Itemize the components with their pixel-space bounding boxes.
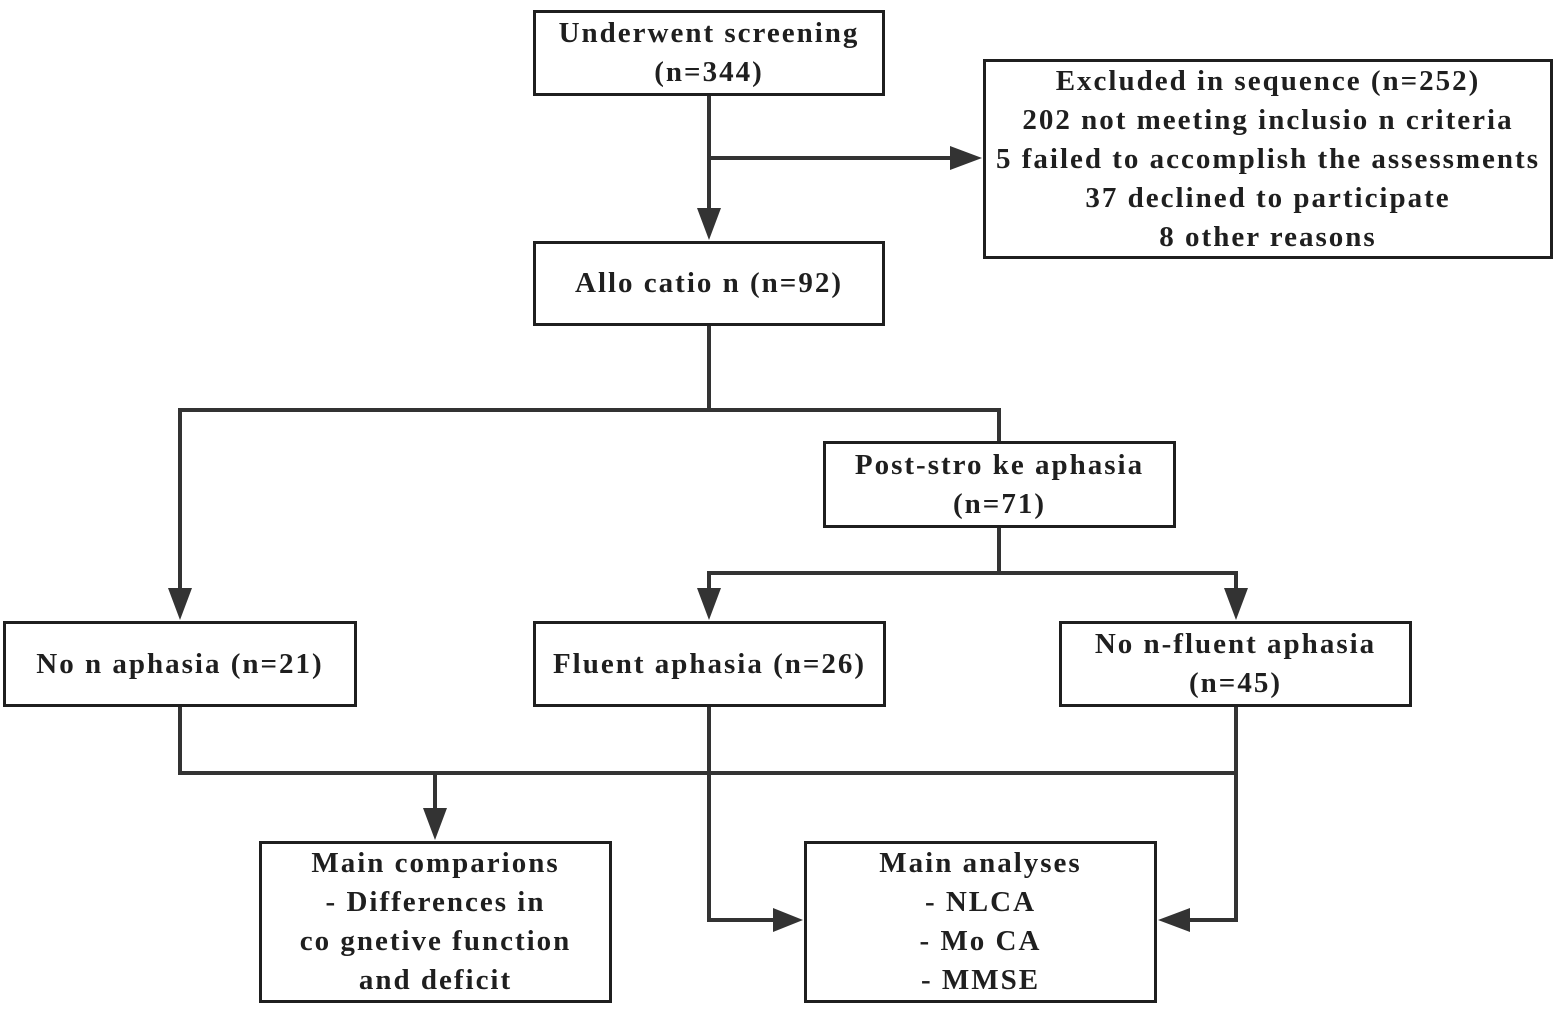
connector-allocation-split (178, 408, 1001, 590)
node-non-fluent-aphasia: No n-fluent aphasia (n=45) (1059, 621, 1412, 707)
node-fluent-aphasia: Fluent aphasia (n=26) (533, 621, 886, 707)
arrowhead-comparisons (423, 808, 447, 840)
exclusion-reason: 5 failed to accomplish the assessments (995, 142, 1540, 175)
node-detail: co gnetive function (299, 925, 572, 957)
node-label: Main comparions (311, 847, 560, 879)
analysis-item: - NLCA (924, 886, 1037, 918)
node-label: Post-stro ke aphasia (854, 448, 1145, 481)
analysis-item: - MMSE (920, 964, 1041, 996)
node-allocation: Allo catio n (n=92) (533, 241, 885, 326)
connector-merge-to-comparisons (178, 707, 1236, 775)
node-non-aphasia: No n aphasia (n=21) (3, 621, 357, 707)
node-count: (n=344) (654, 56, 764, 88)
node-label: Excluded in sequence (n=252) (1055, 64, 1481, 97)
arrowhead-fluent (697, 588, 721, 620)
node-label: No n aphasia (n=21) (36, 647, 324, 680)
exclusion-reason: 8 other reasons (1159, 220, 1377, 253)
node-post-stroke-aphasia: Post-stro ke aphasia (n=71) (823, 441, 1176, 528)
connector-fluent-to-analyses (707, 707, 775, 922)
node-label: No n-fluent aphasia (1094, 628, 1377, 660)
arrowhead-non-fluent (1224, 588, 1248, 620)
analysis-item: - Mo CA (919, 925, 1042, 957)
connector-non-fluent-to-analyses (1190, 707, 1238, 922)
node-label: Main analyses (879, 847, 1082, 879)
arrowhead-analyses-right (1158, 908, 1190, 932)
connector-post-stroke-split (707, 571, 1238, 590)
node-count: (n=71) (953, 487, 1046, 520)
arrowhead-allocation (697, 208, 721, 240)
node-label: Underwent screening (558, 17, 860, 49)
arrowhead-excluded (950, 146, 982, 170)
node-underwent-screening: Underwent screening (n=344) (533, 10, 885, 96)
node-excluded: Excluded in sequence (n=252) 202 not mee… (983, 59, 1553, 259)
node-detail: and deficit (358, 964, 513, 996)
arrowhead-analyses-left (773, 908, 803, 932)
node-label: Allo catio n (n=92) (575, 267, 843, 299)
arrowhead-non-aphasia (168, 588, 192, 620)
exclusion-reason: 37 declined to participate (1085, 181, 1451, 214)
node-label: Fluent aphasia (n=26) (552, 647, 867, 680)
node-main-comparisons: Main comparions - Differences in co gnet… (259, 841, 612, 1003)
node-detail: - Differences in (325, 886, 546, 918)
node-count: (n=45) (1189, 667, 1282, 699)
node-main-analyses: Main analyses - NLCA - Mo CA - MMSE (804, 841, 1157, 1003)
exclusion-reason: 202 not meeting inclusio n criteria (1022, 103, 1514, 136)
